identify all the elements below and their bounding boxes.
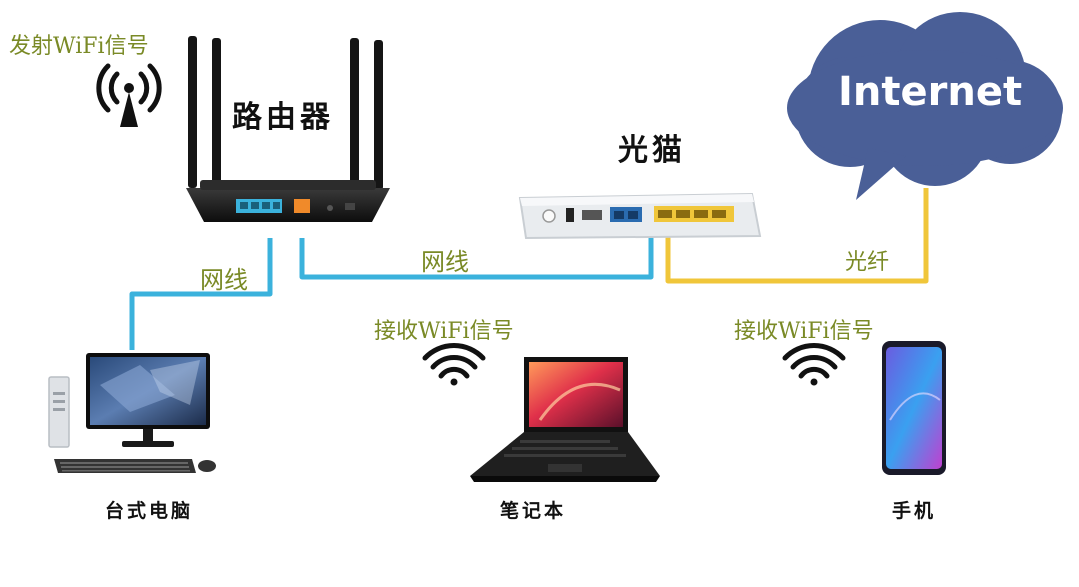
modem-device <box>518 192 762 240</box>
wifi-icon-laptop <box>422 343 486 386</box>
desktop-label: 台式电脑 <box>105 500 194 522</box>
fiber-modem-internet-link <box>665 188 929 284</box>
ethernet-desktop-link <box>129 238 273 350</box>
receive-wifi-laptop-label: 接收WiFi信号 <box>374 319 514 344</box>
cable-middle-label: 网线 <box>421 248 469 276</box>
ethernet-router-modem-link <box>299 236 654 280</box>
router-title: 路由器 <box>232 100 334 135</box>
internet-cloud <box>787 12 1063 200</box>
transmit-wifi-label: 发射WiFi信号 <box>9 34 149 59</box>
receive-wifi-phone-label: 接收WiFi信号 <box>734 319 874 344</box>
antenna-tower-icon <box>96 63 162 127</box>
router-device <box>186 36 390 222</box>
internet-label: Internet <box>838 69 1023 115</box>
wifi-icon-phone <box>782 343 846 386</box>
laptop-label: 笔记本 <box>500 500 567 522</box>
fiber-label: 光纤 <box>845 250 890 275</box>
mobile-phone <box>882 341 946 475</box>
laptop-computer <box>470 357 660 482</box>
phone-label: 手机 <box>892 500 937 522</box>
modem-title: 光猫 <box>618 133 686 168</box>
cable-left-label: 网线 <box>200 266 248 294</box>
desktop-computer <box>48 353 216 473</box>
